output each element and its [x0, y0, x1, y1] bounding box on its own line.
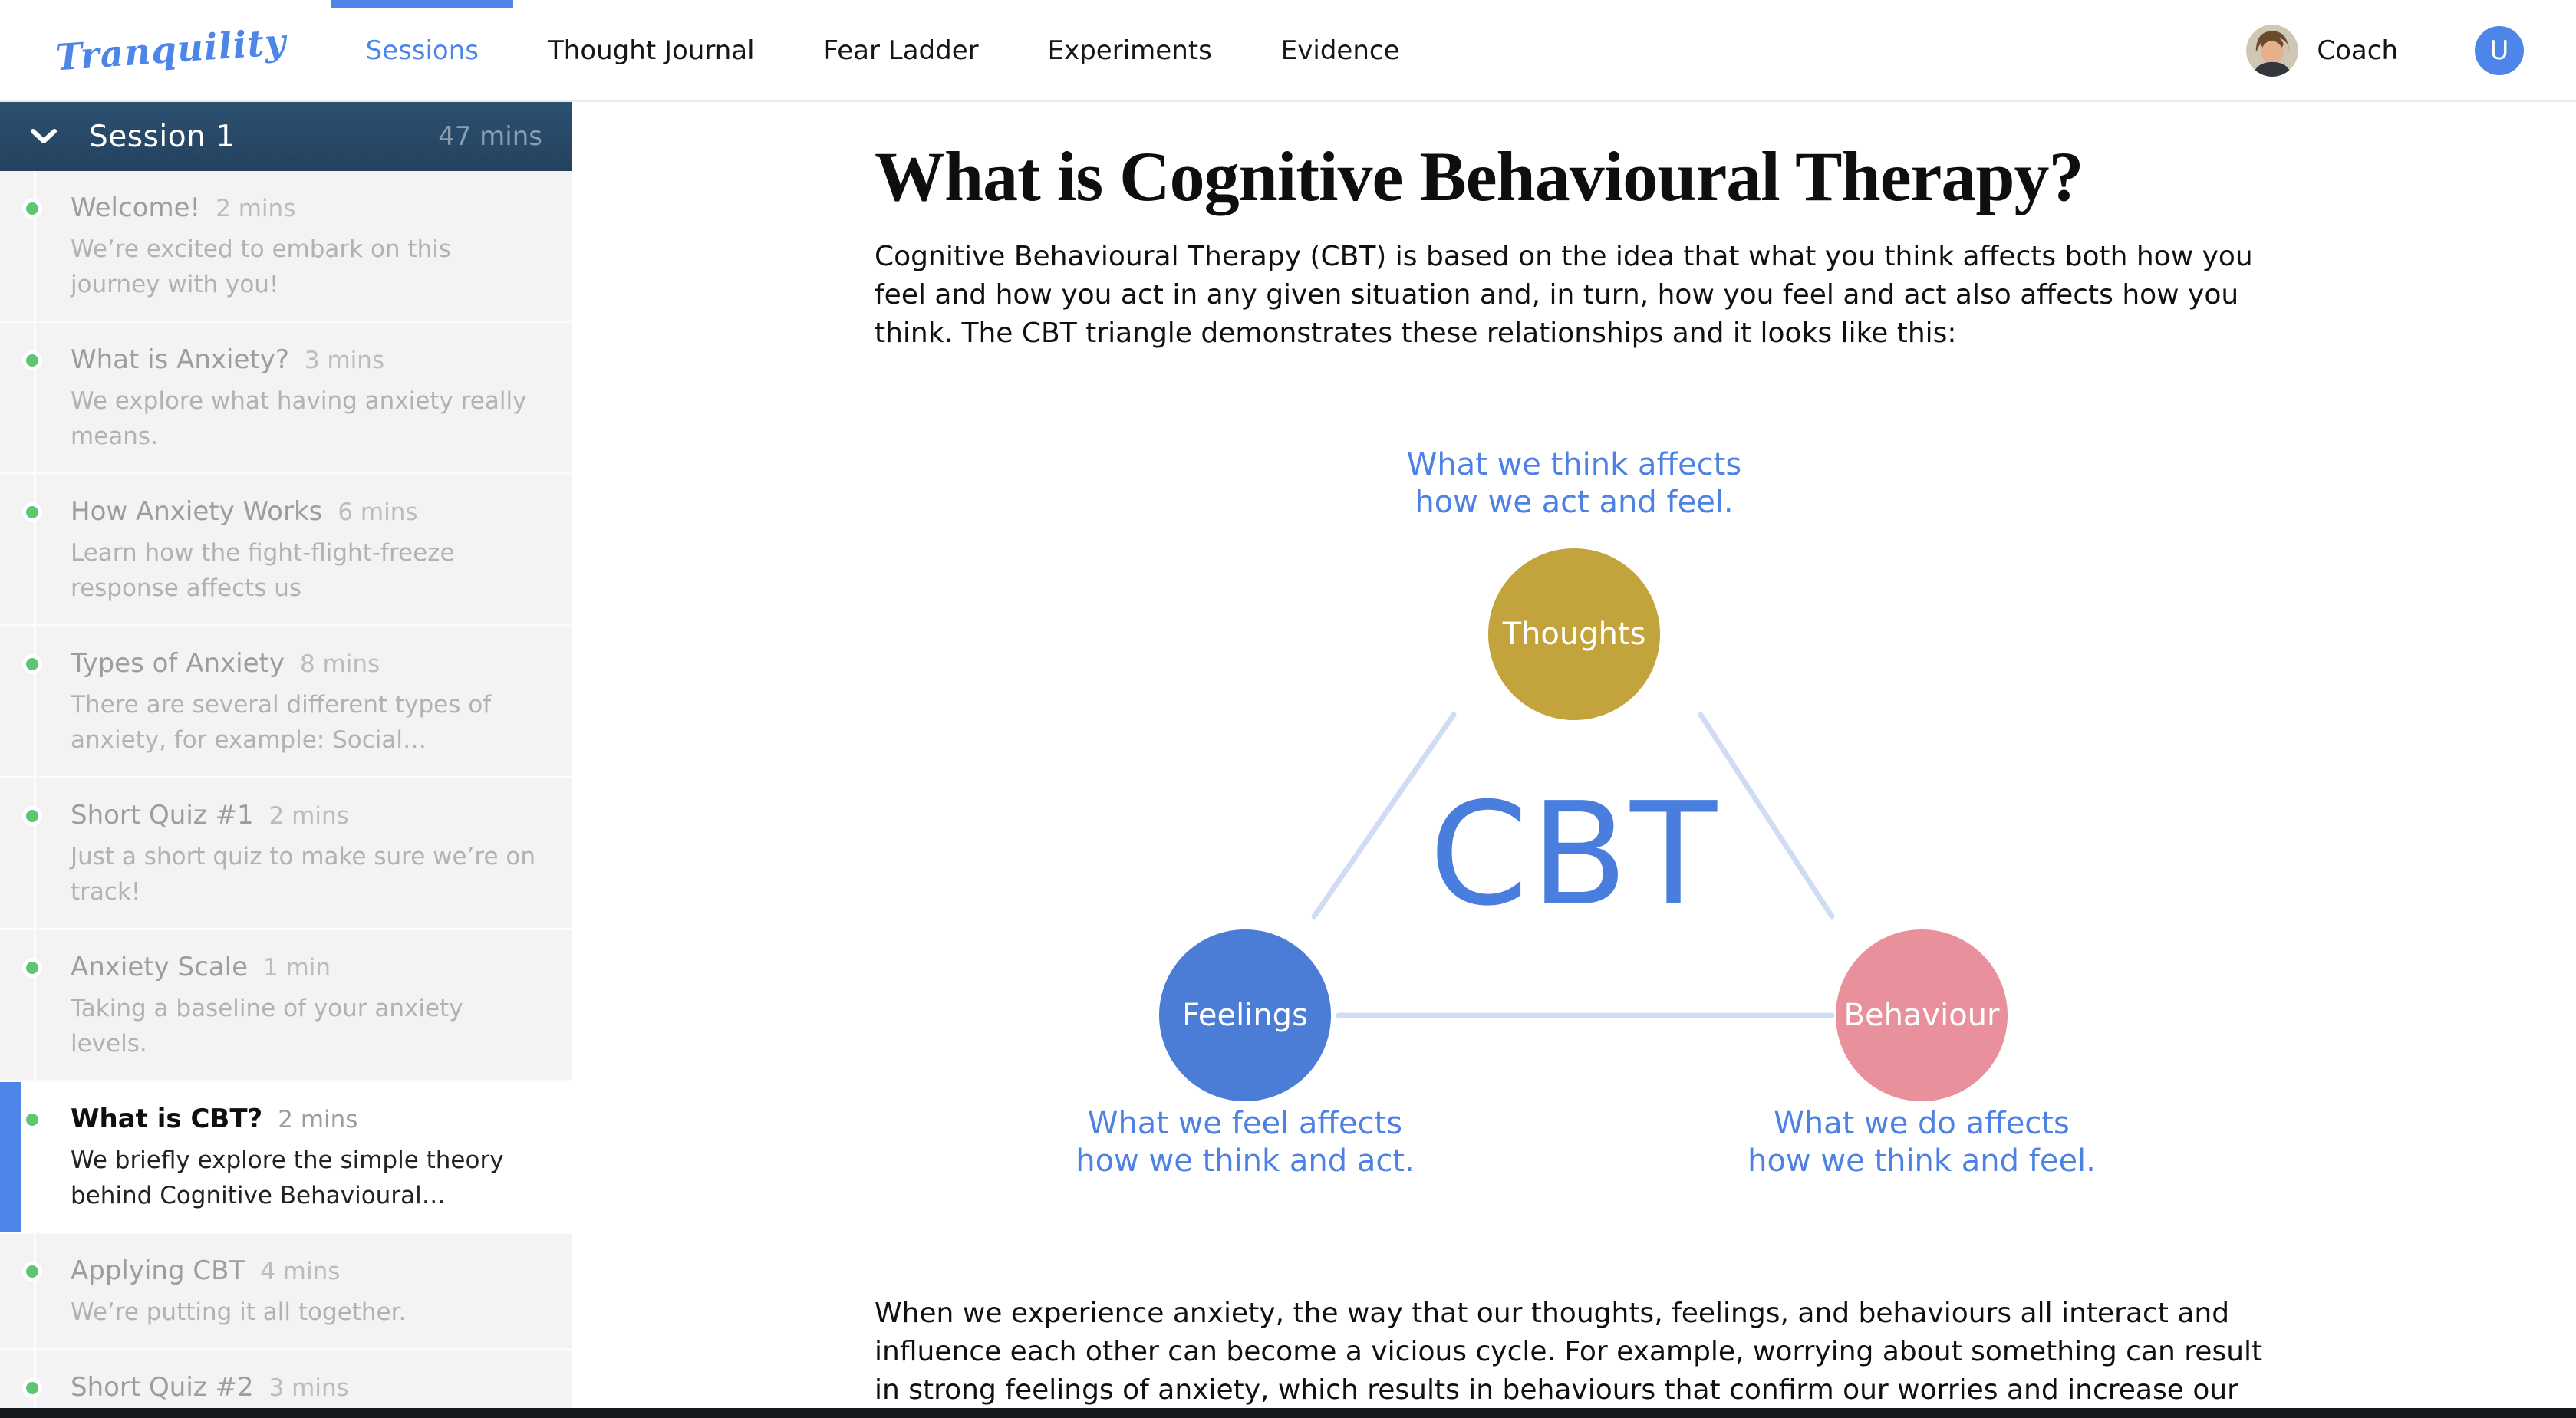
- lesson-title: Anxiety Scale: [71, 952, 249, 982]
- lesson-item[interactable]: How Anxiety Works 6 mins Learn how the f…: [0, 475, 572, 627]
- lesson-title: Applying CBT: [71, 1255, 245, 1286]
- lesson-timeline: Welcome! 2 mins We’re excited to embark …: [0, 171, 572, 1408]
- lesson-title: Welcome!: [71, 192, 201, 223]
- triangle-lines: [1311, 712, 1835, 1018]
- nav-tab[interactable]: Fear Ladder: [789, 0, 1013, 100]
- lesson-title-row: Welcome! 2 mins: [71, 192, 544, 224]
- lesson-description: We explore what having anxiety really me…: [71, 387, 527, 450]
- coach-avatar[interactable]: [2246, 24, 2299, 77]
- lesson-duration: 4 mins: [260, 1258, 341, 1285]
- lesson-title-row: What is CBT? 2 mins: [71, 1104, 544, 1135]
- caption-behaviour: What we do affects how we think and feel…: [1748, 1106, 2096, 1179]
- diagram-node-behaviour: Behaviour: [1836, 929, 2008, 1102]
- lesson-item[interactable]: Applying CBT 4 mins We’re putting it all…: [0, 1234, 572, 1351]
- app-logo[interactable]: Tranquility: [54, 21, 288, 80]
- caption-thoughts: What we think affects how we act and fee…: [1406, 447, 1742, 521]
- lesson-description: We’re putting it all together.: [71, 1298, 407, 1326]
- lesson-duration: 2 mins: [268, 802, 349, 830]
- lesson-duration: 3 mins: [304, 347, 385, 374]
- lesson-duration: 2 mins: [278, 1106, 358, 1133]
- nav-tab-label: Experiments: [1047, 35, 1212, 66]
- node-label-thoughts: Thoughts: [1502, 617, 1646, 653]
- lesson-complete-dot: [22, 1262, 42, 1281]
- window-bottom-edge: [0, 1408, 2576, 1418]
- nav-tab[interactable]: Evidence: [1247, 0, 1435, 100]
- lesson-complete-dot: [22, 199, 42, 219]
- cbt-center-label: CBT: [1428, 772, 1720, 938]
- lesson-title: Types of Anxiety: [71, 648, 285, 679]
- lesson-title: How Anxiety Works: [71, 496, 323, 527]
- lesson-content: What is Cognitive Behavioural Therapy? C…: [572, 102, 2576, 1408]
- lesson-item[interactable]: Short Quiz #1 2 mins Just a short quiz t…: [0, 778, 572, 930]
- caption-feelings: What we feel affects how we think and ac…: [1076, 1106, 1415, 1179]
- nav-tab[interactable]: Sessions: [331, 0, 514, 100]
- lesson-complete-dot: [22, 958, 42, 978]
- lesson-paragraph-2: When we experience anxiety, the way that…: [875, 1298, 2263, 1406]
- node-label-behaviour: Behaviour: [1843, 998, 2000, 1034]
- lesson-title-row: Types of Anxiety 8 mins: [71, 648, 544, 679]
- coach-portrait-image: [2246, 24, 2299, 77]
- nav-tab-label: Thought Journal: [548, 35, 755, 66]
- lesson-complete-dot: [22, 1110, 42, 1130]
- lesson-description: We briefly explore the simple theory beh…: [71, 1147, 504, 1209]
- lesson-description: We’re excited to embark on this journey …: [71, 235, 451, 298]
- diagram-node-feelings: Feelings: [1159, 929, 1331, 1102]
- lesson-item[interactable]: What is CBT? 2 mins We briefly explore t…: [0, 1082, 572, 1234]
- lesson-complete-dot: [22, 502, 42, 522]
- lesson-description: There are several different types of anx…: [71, 691, 492, 754]
- lesson-list: Welcome! 2 mins We’re excited to embark …: [0, 171, 572, 1408]
- topbar-right: Coach U: [2246, 24, 2524, 77]
- session-header[interactable]: Session 1 47 mins: [0, 102, 572, 171]
- lesson-title-row: Applying CBT 4 mins: [71, 1255, 544, 1287]
- lesson-item[interactable]: Short Quiz #2 3 mins Just a short quiz t…: [0, 1351, 572, 1408]
- lesson-title-row: Anxiety Scale 1 min: [71, 952, 544, 983]
- lesson-duration: 6 mins: [338, 498, 418, 526]
- lesson-title: What is Anxiety?: [71, 344, 289, 375]
- nav-tab-label: Fear Ladder: [823, 35, 979, 66]
- coach-label: Coach: [2317, 35, 2398, 66]
- lesson-paragraph-1: Cognitive Behavioural Therapy (CBT) is b…: [875, 241, 2253, 350]
- top-nav-bar: Tranquility Sessions Thought Journal Fea…: [0, 0, 2576, 102]
- user-avatar[interactable]: U: [2475, 25, 2524, 75]
- lesson-duration: 2 mins: [216, 195, 296, 222]
- lesson-description: Taking a baseline of your anxiety levels…: [71, 995, 463, 1058]
- nav-tab-label: Sessions: [365, 35, 479, 66]
- lesson-duration: 1 min: [263, 954, 331, 982]
- lesson-title: Short Quiz #2: [71, 1372, 254, 1403]
- cbt-triangle-diagram: What we think affects how we act and fee…: [875, 411, 2278, 1270]
- nav-tab[interactable]: Thought Journal: [513, 0, 789, 100]
- session-sidebar: Session 1 47 mins Welcome! 2 mins We’re …: [0, 102, 572, 1408]
- lesson-item[interactable]: What is Anxiety? 3 mins We explore what …: [0, 323, 572, 475]
- lesson-title-row: How Anxiety Works 6 mins: [71, 496, 544, 528]
- nav-tab-label: Evidence: [1280, 35, 1400, 66]
- lesson-title-row: Short Quiz #1 2 mins: [71, 800, 544, 831]
- lesson-description: Just a short quiz to make sure we’re on …: [71, 843, 535, 906]
- lesson-description: Learn how the fight-flight-freeze respon…: [71, 539, 455, 602]
- lesson-item[interactable]: Anxiety Scale 1 min Taking a baseline of…: [0, 930, 572, 1082]
- lesson-title: What is CBT?: [71, 1104, 263, 1134]
- lesson-complete-dot: [22, 1378, 42, 1398]
- primary-nav: Sessions Thought Journal Fear Ladder Exp…: [331, 0, 1435, 100]
- lesson-heading: What is Cognitive Behavioural Therapy?: [875, 137, 2084, 215]
- coach-menu[interactable]: Coach: [2246, 24, 2398, 77]
- lesson-complete-dot: [22, 806, 42, 826]
- chevron-down-icon[interactable]: [29, 127, 58, 146]
- lesson-title-row: What is Anxiety? 3 mins: [71, 344, 544, 376]
- nav-tab[interactable]: Experiments: [1013, 0, 1247, 100]
- lesson-duration: 3 mins: [268, 1374, 349, 1402]
- lesson-duration: 8 mins: [299, 650, 380, 678]
- node-label-feelings: Feelings: [1182, 998, 1308, 1034]
- lesson-complete-dot: [22, 350, 42, 370]
- lesson-complete-dot: [22, 654, 42, 674]
- lesson-item[interactable]: Types of Anxiety 8 mins There are severa…: [0, 627, 572, 778]
- lesson-title: Short Quiz #1: [71, 800, 254, 831]
- timeline-connector-line: [34, 171, 36, 1408]
- lesson-title-row: Short Quiz #2 3 mins: [71, 1372, 544, 1403]
- session-duration: 47 mins: [438, 121, 542, 152]
- diagram-node-thoughts: Thoughts: [1488, 548, 1660, 721]
- session-title: Session 1: [89, 119, 236, 154]
- lesson-item[interactable]: Welcome! 2 mins We’re excited to embark …: [0, 171, 572, 323]
